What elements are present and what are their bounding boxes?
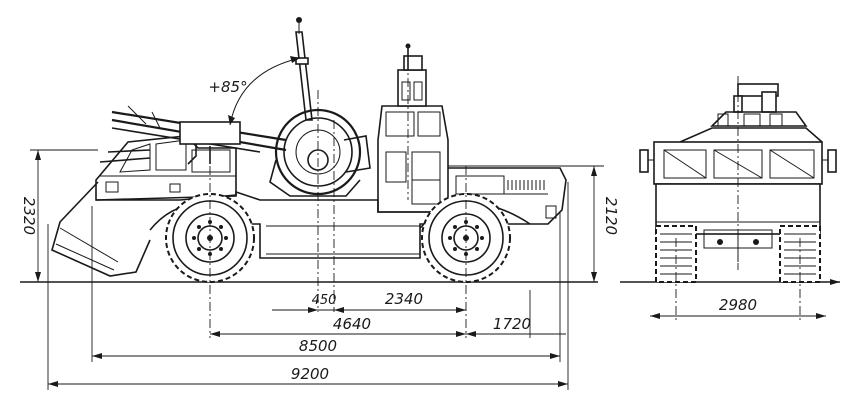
elevation-arc — [229, 57, 301, 126]
dim-label-overall-length: 9200 — [291, 365, 329, 383]
dim-label-rear-overhang: 1720 — [493, 315, 531, 333]
dozer-blade — [51, 181, 151, 277]
rear-deck — [448, 167, 567, 225]
rear-cabin — [377, 43, 449, 213]
hull — [95, 190, 449, 259]
dim-row-9200: 9200 — [48, 365, 568, 387]
angle-label: +85° — [208, 78, 247, 96]
dim-label-wheelbase: 4640 — [333, 315, 371, 333]
dim-label-body-length: 8500 — [299, 337, 337, 355]
dim-row-4640-1720: 4640 1720 — [210, 315, 566, 337]
dim-track-width: 2980 — [650, 296, 826, 319]
dim-label-mount-to-rear-axle: 2340 — [385, 290, 423, 308]
dim-height-cab: 2320 — [20, 150, 41, 282]
launcher-rails — [99, 105, 287, 165]
dim-label-height-cab: 2320 — [20, 197, 38, 235]
dim-row-450-2340: 450 2340 — [272, 290, 466, 313]
side-view — [51, 17, 567, 283]
dim-label-wheel-offset: 450 — [312, 293, 337, 308]
dim-label-track-width: 2980 — [719, 296, 757, 314]
cab — [95, 135, 237, 201]
turret — [269, 17, 371, 197]
dim-height-rear: 2120 — [591, 166, 620, 282]
dim-label-height-rear: 2120 — [602, 197, 620, 235]
dim-row-8500: 8500 — [92, 337, 560, 359]
